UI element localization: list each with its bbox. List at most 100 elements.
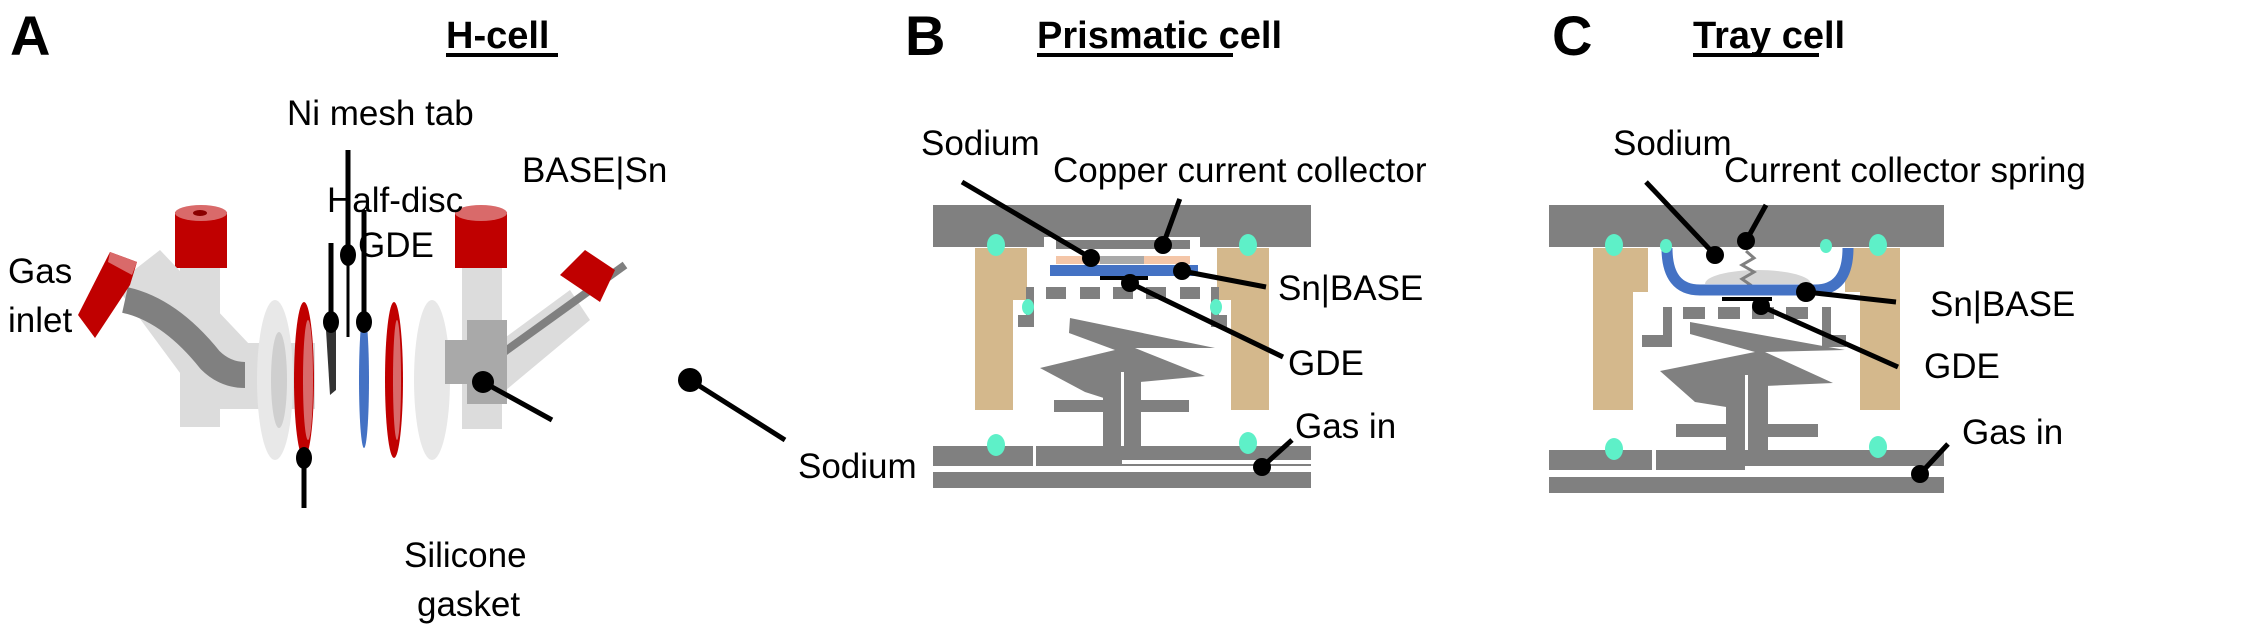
right-flange xyxy=(414,300,450,460)
o-ring xyxy=(1239,234,1257,256)
label-gde-c: GDE xyxy=(1924,347,2000,386)
gas-channel xyxy=(1121,372,1124,460)
title-underline xyxy=(1693,53,1819,57)
panel-c: C Tray cell xyxy=(1549,4,2086,493)
title-underline xyxy=(1037,53,1233,57)
o-ring xyxy=(987,434,1005,456)
panel-b: B Prismatic cell xyxy=(905,4,1427,488)
leader-dot-base-sn xyxy=(356,311,372,333)
gas-channel-horizontal xyxy=(1122,460,1311,464)
o-ring xyxy=(1022,299,1034,315)
panel-letter-a: A xyxy=(10,4,50,67)
o-ring xyxy=(1869,234,1887,256)
gas-inlet-tube xyxy=(121,287,246,388)
base-sn-disc xyxy=(359,312,369,448)
label-gasket: gasket xyxy=(417,585,520,624)
label-sodium-c: Sodium xyxy=(1613,124,1732,163)
leader-dot-sodium-c xyxy=(1706,246,1724,264)
o-ring xyxy=(987,234,1005,256)
gas-inlet-cap-face xyxy=(108,252,137,275)
sodium-center xyxy=(1100,256,1144,264)
cap-hole xyxy=(193,210,207,216)
o-ring xyxy=(1605,438,1623,460)
bottom-base xyxy=(933,472,1311,488)
o-ring xyxy=(1820,239,1832,253)
right-angled-cap xyxy=(560,250,615,302)
panel-a: A H-cell xyxy=(8,4,917,624)
panel-title-h-cell: H-cell xyxy=(446,15,549,57)
label-current-collector-spring: Current collector spring xyxy=(1724,151,2086,190)
frame-dash xyxy=(1718,307,1740,319)
frame-left-post xyxy=(1663,307,1672,347)
label-sn-base-c: Sn|BASE xyxy=(1930,285,2075,324)
label-ni-mesh-tab: Ni mesh tab xyxy=(287,94,474,133)
leader-dot-gde-c xyxy=(1752,297,1770,315)
compression-spring xyxy=(1660,322,1845,410)
leader-dot-half-disc xyxy=(323,311,339,333)
panel-title-tray: Tray cell xyxy=(1693,15,1845,57)
label-gas: Gas xyxy=(8,252,72,291)
leader-dot-gas-in-c xyxy=(1911,465,1929,483)
label-sodium-a: Sodium xyxy=(798,447,917,486)
label-gas-in-c: Gas in xyxy=(1962,413,2063,452)
leader-dot-sodium-b xyxy=(1082,249,1100,267)
frame-dash xyxy=(1180,287,1200,299)
frame-left-foot xyxy=(1642,335,1672,347)
gas-channel xyxy=(1745,375,1748,468)
left-spacer-notch xyxy=(1013,300,1027,410)
frame-dash xyxy=(1683,307,1705,319)
leader-dot-spring-c xyxy=(1737,232,1755,250)
leader-sn-base-b xyxy=(1181,268,1267,290)
copper-current-collector xyxy=(1056,240,1190,249)
leader-sodium-b xyxy=(960,179,1093,261)
o-ring xyxy=(1605,234,1623,256)
right-top-cap-face xyxy=(455,205,507,221)
label-base-sn: BASE|Sn xyxy=(522,151,667,190)
frame-dash xyxy=(1786,307,1808,319)
sn-base-plate xyxy=(1050,265,1198,276)
gde-layer xyxy=(1722,297,1772,301)
label-half-disc: Half-disc xyxy=(327,181,463,220)
title-underline xyxy=(446,53,558,57)
leader-sodium xyxy=(481,379,554,423)
leader-gde-b xyxy=(1128,280,1285,360)
panel-letter-b: B xyxy=(905,4,945,67)
leader-dot-sn-base-b xyxy=(1173,262,1191,280)
frame-left-foot xyxy=(1018,315,1034,327)
gas-channel-horizontal xyxy=(1745,466,1944,471)
leader-dot-gas-in-b xyxy=(1253,458,1271,476)
leader-dot-sodium-a xyxy=(678,368,702,392)
left-gasket-face xyxy=(303,320,313,440)
leader-sn-base-c xyxy=(1805,289,1897,305)
right-spacer-notch xyxy=(1845,292,1860,410)
current-collector-spring xyxy=(1739,249,1757,288)
leader-dot-ni-mesh xyxy=(340,244,356,266)
leader-sodium-a-extended xyxy=(688,377,787,443)
right-gasket-face xyxy=(393,320,401,440)
leader-dot-sn-base-c xyxy=(1796,282,1816,302)
right-angled-arm xyxy=(495,290,590,395)
right-top-cap xyxy=(455,212,507,268)
panel-letter-c: C xyxy=(1552,4,1592,67)
label-gde-b: GDE xyxy=(1288,344,1364,383)
leader-gde-c xyxy=(1759,303,1900,370)
left-flange-inner xyxy=(271,332,287,428)
compression-spring xyxy=(1040,318,1215,400)
bottom-plate-left xyxy=(933,446,1033,466)
leader-sodium-c xyxy=(1644,180,1717,257)
frame-dash xyxy=(1046,287,1066,299)
leader-dot-copper xyxy=(1154,236,1172,254)
leader-dot-gde-b xyxy=(1121,274,1139,292)
half-disc-gde xyxy=(326,330,336,395)
support-frame xyxy=(1018,287,1227,327)
o-ring xyxy=(1210,299,1222,315)
o-ring xyxy=(1239,432,1257,454)
sn-base-tray xyxy=(1661,247,1854,296)
label-silicone: Silicone xyxy=(404,536,527,575)
panel-title-prismatic: Prismatic cell xyxy=(1037,15,1282,57)
label-copper-collector: Copper current collector xyxy=(1053,151,1427,190)
frame-right-post xyxy=(1822,307,1831,347)
label-inlet: inlet xyxy=(8,301,72,340)
bottom-base xyxy=(1549,477,1944,493)
